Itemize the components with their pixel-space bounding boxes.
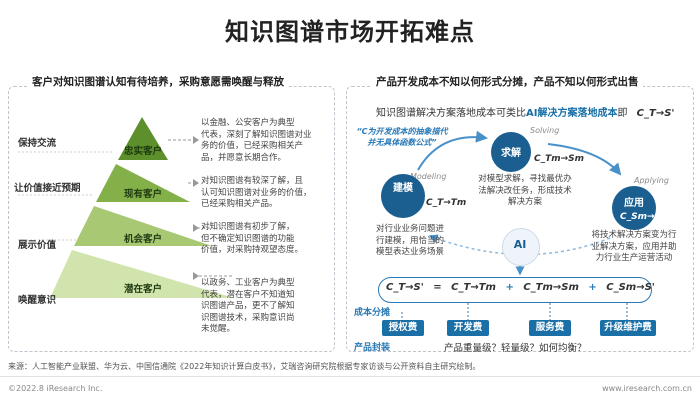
pyramid-label-loyal: 忠实客户 [123,146,162,157]
solving-formula: C_Tm→Sm [534,154,585,164]
solving-node: 求解 [491,132,531,172]
source-note: 来源：人工智能产业联盟、华为云、中国信通院《2022年知识计算白皮书》，艾瑞咨询… [8,362,481,371]
pyramid-tier-3 [74,206,212,246]
pyramid-label-potential: 潜在客户 [123,284,162,295]
ai-center-label: AI [513,238,527,251]
formula-note: “C为开发成本的抽象描代并无具体函数公式” [356,127,448,147]
right-heading: 产品开发成本不知以何形式分摊，产品不知以何形式出售 [372,74,643,89]
cost-license: 授权费 [382,320,424,336]
pyramid-label-existing: 现有客户 [123,189,162,200]
pyramid-label-opportunity: 机会客户 [123,234,162,245]
modeling-formula: C_T→Tm [426,198,467,208]
level-label-awaken: 唤醒意识 [18,295,57,306]
package-question: 产品重量级？轻量级？如何均衡？ [444,343,587,354]
modeling-en-label: Modeling [410,172,447,181]
cost-service: 服务费 [529,320,571,336]
applying-node: 应用 [612,186,656,230]
cost-split-label: 成本分摊 [354,308,391,318]
pyramid-tier-1 [118,117,168,160]
solving-text: 对模型求解，寻找最优办法解决改任务，形成技术解决方案 [478,174,572,207]
copyright: ©2022.8 iResearch Inc. [8,384,103,393]
description-existing: 对知识图谱有较深了解，且认可知识图谱对业务的价值，已经采购相关产品。 [201,176,312,209]
modeling-node: 建模 [381,174,425,218]
description-opportunity: 对知识图谱有初步了解，但不确定知识图谱的功能价值，对采购持观望态度。 [201,222,304,255]
cost-analogy-line: 知识图谱解决方案落地成本可类比AI解决方案落地成本即 C_T→S' [376,108,675,119]
level-label-communicate: 保持交流 [18,138,57,149]
applying-text: 将技术解决方案变为行业解决方案，应用并助力行业生产运营活动 [591,230,677,263]
description-loyal: 以金融、公安客户为典型代表，深刻了解知识图谱对业务的价值，已经采购相关产品，并愿… [201,118,312,163]
level-label-show-value: 展示价值 [18,240,57,251]
website: www.iresearch.com.cn [602,384,692,393]
cost-equation-content: C_T→S' = C_T→Tm + C_Tm→Sm + C_Sm→S' [386,282,655,293]
ai-center [502,228,540,266]
modeling-text: 对行业业务问题进行建模，用恰当的模型表达业务场景 [375,224,444,257]
page-title: 知识图谱市场开拓难点 [225,18,475,46]
pyramid-tier-4 [50,250,234,298]
applying-formula: C_Sm→S' [620,212,664,222]
package-label: 产品封装 [354,343,391,353]
pyramid-tier-2 [96,164,190,202]
left-heading: 客户对知识图谱认知有待培养，采购意愿需唤醒与释放 [28,74,288,89]
footer-divider [0,376,700,377]
cost-equation [378,277,652,303]
solving-en-label: Solving [530,126,560,135]
cost-maintenance: 升级维护费 [600,320,656,336]
description-potential: 以政务、工业客户为典型代表，潜在客户不知道知识图谱产品，更不了解知识图谱技术，采… [201,278,295,334]
cost-development: 开发费 [447,320,489,336]
level-label-expectation: 让价值接近预期 [14,183,81,194]
applying-en-label: Applying [634,176,669,185]
